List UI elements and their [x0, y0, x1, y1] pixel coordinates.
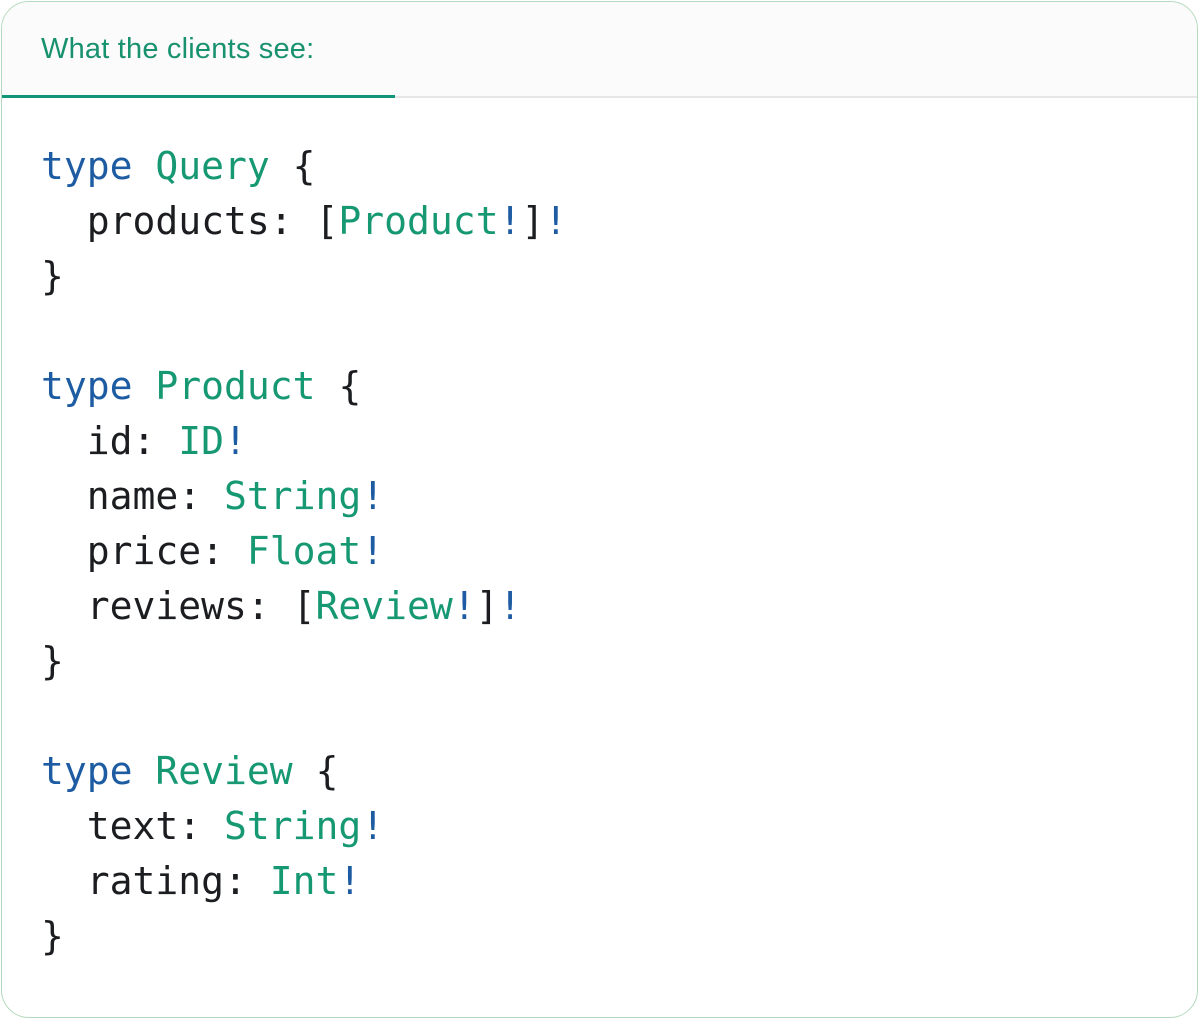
code-line: products: [Product!]! — [41, 194, 1167, 249]
code-token-plain: products: [ — [41, 199, 339, 243]
code-token-plain — [133, 364, 156, 408]
code-token-plain: { — [315, 364, 362, 408]
code-token-plain: rating: — [41, 859, 270, 903]
code-token-keyword: type — [41, 364, 133, 408]
code-token-bang: ! — [544, 199, 568, 243]
code-line: } — [41, 634, 1167, 689]
code-token-plain: name: — [41, 474, 225, 518]
code-token-bang: ! — [361, 529, 385, 573]
code-token-bang: ! — [498, 584, 522, 628]
code-token-type: Product — [155, 364, 316, 408]
code-token-type: Query — [155, 144, 270, 188]
code-token-type: String — [224, 474, 362, 518]
code-block: type Query { products: [Product!]!} type… — [2, 98, 1197, 994]
code-token-plain: ] — [475, 584, 499, 628]
code-token-bang: ! — [498, 199, 522, 243]
code-line: type Query { — [41, 139, 1167, 194]
code-token-type: Float — [246, 529, 362, 573]
code-token-plain: reviews: [ — [41, 584, 316, 628]
code-token-plain — [133, 749, 156, 793]
code-token-plain: { — [292, 749, 339, 793]
code-token-plain: } — [41, 254, 64, 298]
code-line: id: ID! — [41, 414, 1167, 469]
code-line — [41, 689, 1167, 744]
code-token-type: Review — [315, 584, 453, 628]
code-token-type: Review — [155, 749, 293, 793]
code-token-bang: ! — [338, 859, 362, 903]
code-token-bang: ! — [361, 804, 385, 848]
code-line: price: Float! — [41, 524, 1167, 579]
code-token-plain — [133, 144, 156, 188]
code-token-plain: text: — [41, 804, 225, 848]
code-token-plain: price: — [41, 529, 247, 573]
code-line: } — [41, 909, 1167, 964]
code-token-plain: } — [41, 914, 64, 958]
code-token-plain: { — [269, 144, 316, 188]
code-token-type: Product — [338, 199, 499, 243]
tab-label: What the clients see: — [41, 32, 315, 65]
code-token-type: String — [224, 804, 362, 848]
code-token-type: Int — [269, 859, 339, 903]
code-line: reviews: [Review!]! — [41, 579, 1167, 634]
code-token-plain: id: — [41, 419, 179, 463]
code-line: type Product { — [41, 359, 1167, 414]
code-token-bang: ! — [224, 419, 247, 463]
tab-bar: What the clients see: — [2, 2, 1197, 98]
code-line: rating: Int! — [41, 854, 1167, 909]
code-token-plain: } — [41, 639, 64, 683]
code-token-plain: ] — [521, 199, 545, 243]
active-tab-underline — [2, 95, 395, 98]
code-line — [41, 304, 1167, 359]
tab-what-clients-see[interactable]: What the clients see: — [2, 2, 395, 98]
code-token-keyword: type — [41, 749, 133, 793]
code-line: name: String! — [41, 469, 1167, 524]
code-line: } — [41, 249, 1167, 304]
code-token-type: ID — [178, 419, 225, 463]
code-line: type Review { — [41, 744, 1167, 799]
code-token-bang: ! — [361, 474, 385, 518]
code-line: text: String! — [41, 799, 1167, 854]
code-token-bang: ! — [452, 584, 476, 628]
code-token-keyword: type — [41, 144, 133, 188]
